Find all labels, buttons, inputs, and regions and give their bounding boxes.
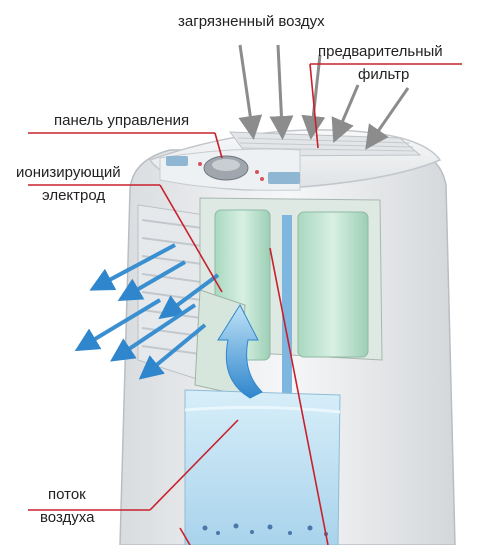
incoming-arrow-1 <box>238 44 263 140</box>
label-prefilter-line1: предварительный <box>318 43 443 60</box>
incoming-arrow-5 <box>365 87 410 150</box>
display-right <box>268 172 300 184</box>
label-airflow-line2: воздуха <box>40 509 95 526</box>
leader-lines <box>28 63 462 545</box>
filter-drum-right <box>297 211 369 358</box>
display-left <box>166 156 188 166</box>
incoming-arrow-2 <box>269 44 294 140</box>
control-panel-pointer <box>214 132 223 159</box>
electrode-pointer <box>159 184 223 293</box>
control-panel <box>159 148 301 191</box>
upward-airflow-arrow <box>217 303 263 399</box>
water-tank <box>184 389 341 545</box>
incoming-air-arrows <box>238 44 410 150</box>
outgoing-arrow-1 <box>89 243 176 291</box>
outgoing-arrow-5 <box>138 323 207 380</box>
incoming-arrow-3 <box>301 54 326 140</box>
tube-pointer <box>269 247 329 545</box>
outgoing-arrow-3 <box>74 298 162 352</box>
center-tube <box>282 215 292 405</box>
outgoing-arrow-2 <box>158 273 220 320</box>
label-electrode-line2: электрод <box>42 187 106 204</box>
airflow-pointer <box>149 419 239 511</box>
outgoing-arrow-4 <box>110 303 197 362</box>
label-electrode-line1: ионизирующий <box>16 164 121 181</box>
label-control-panel: панель управления <box>54 112 190 129</box>
label-airflow-line1: поток <box>48 486 86 503</box>
label-prefilter-line2: фильтр <box>358 66 410 83</box>
prefilter-pointer <box>309 63 319 149</box>
incoming-arrow-4 <box>331 84 360 144</box>
label-polluted-air: загрязненный воздух <box>178 13 325 30</box>
outgoing-air-arrows <box>74 243 220 380</box>
